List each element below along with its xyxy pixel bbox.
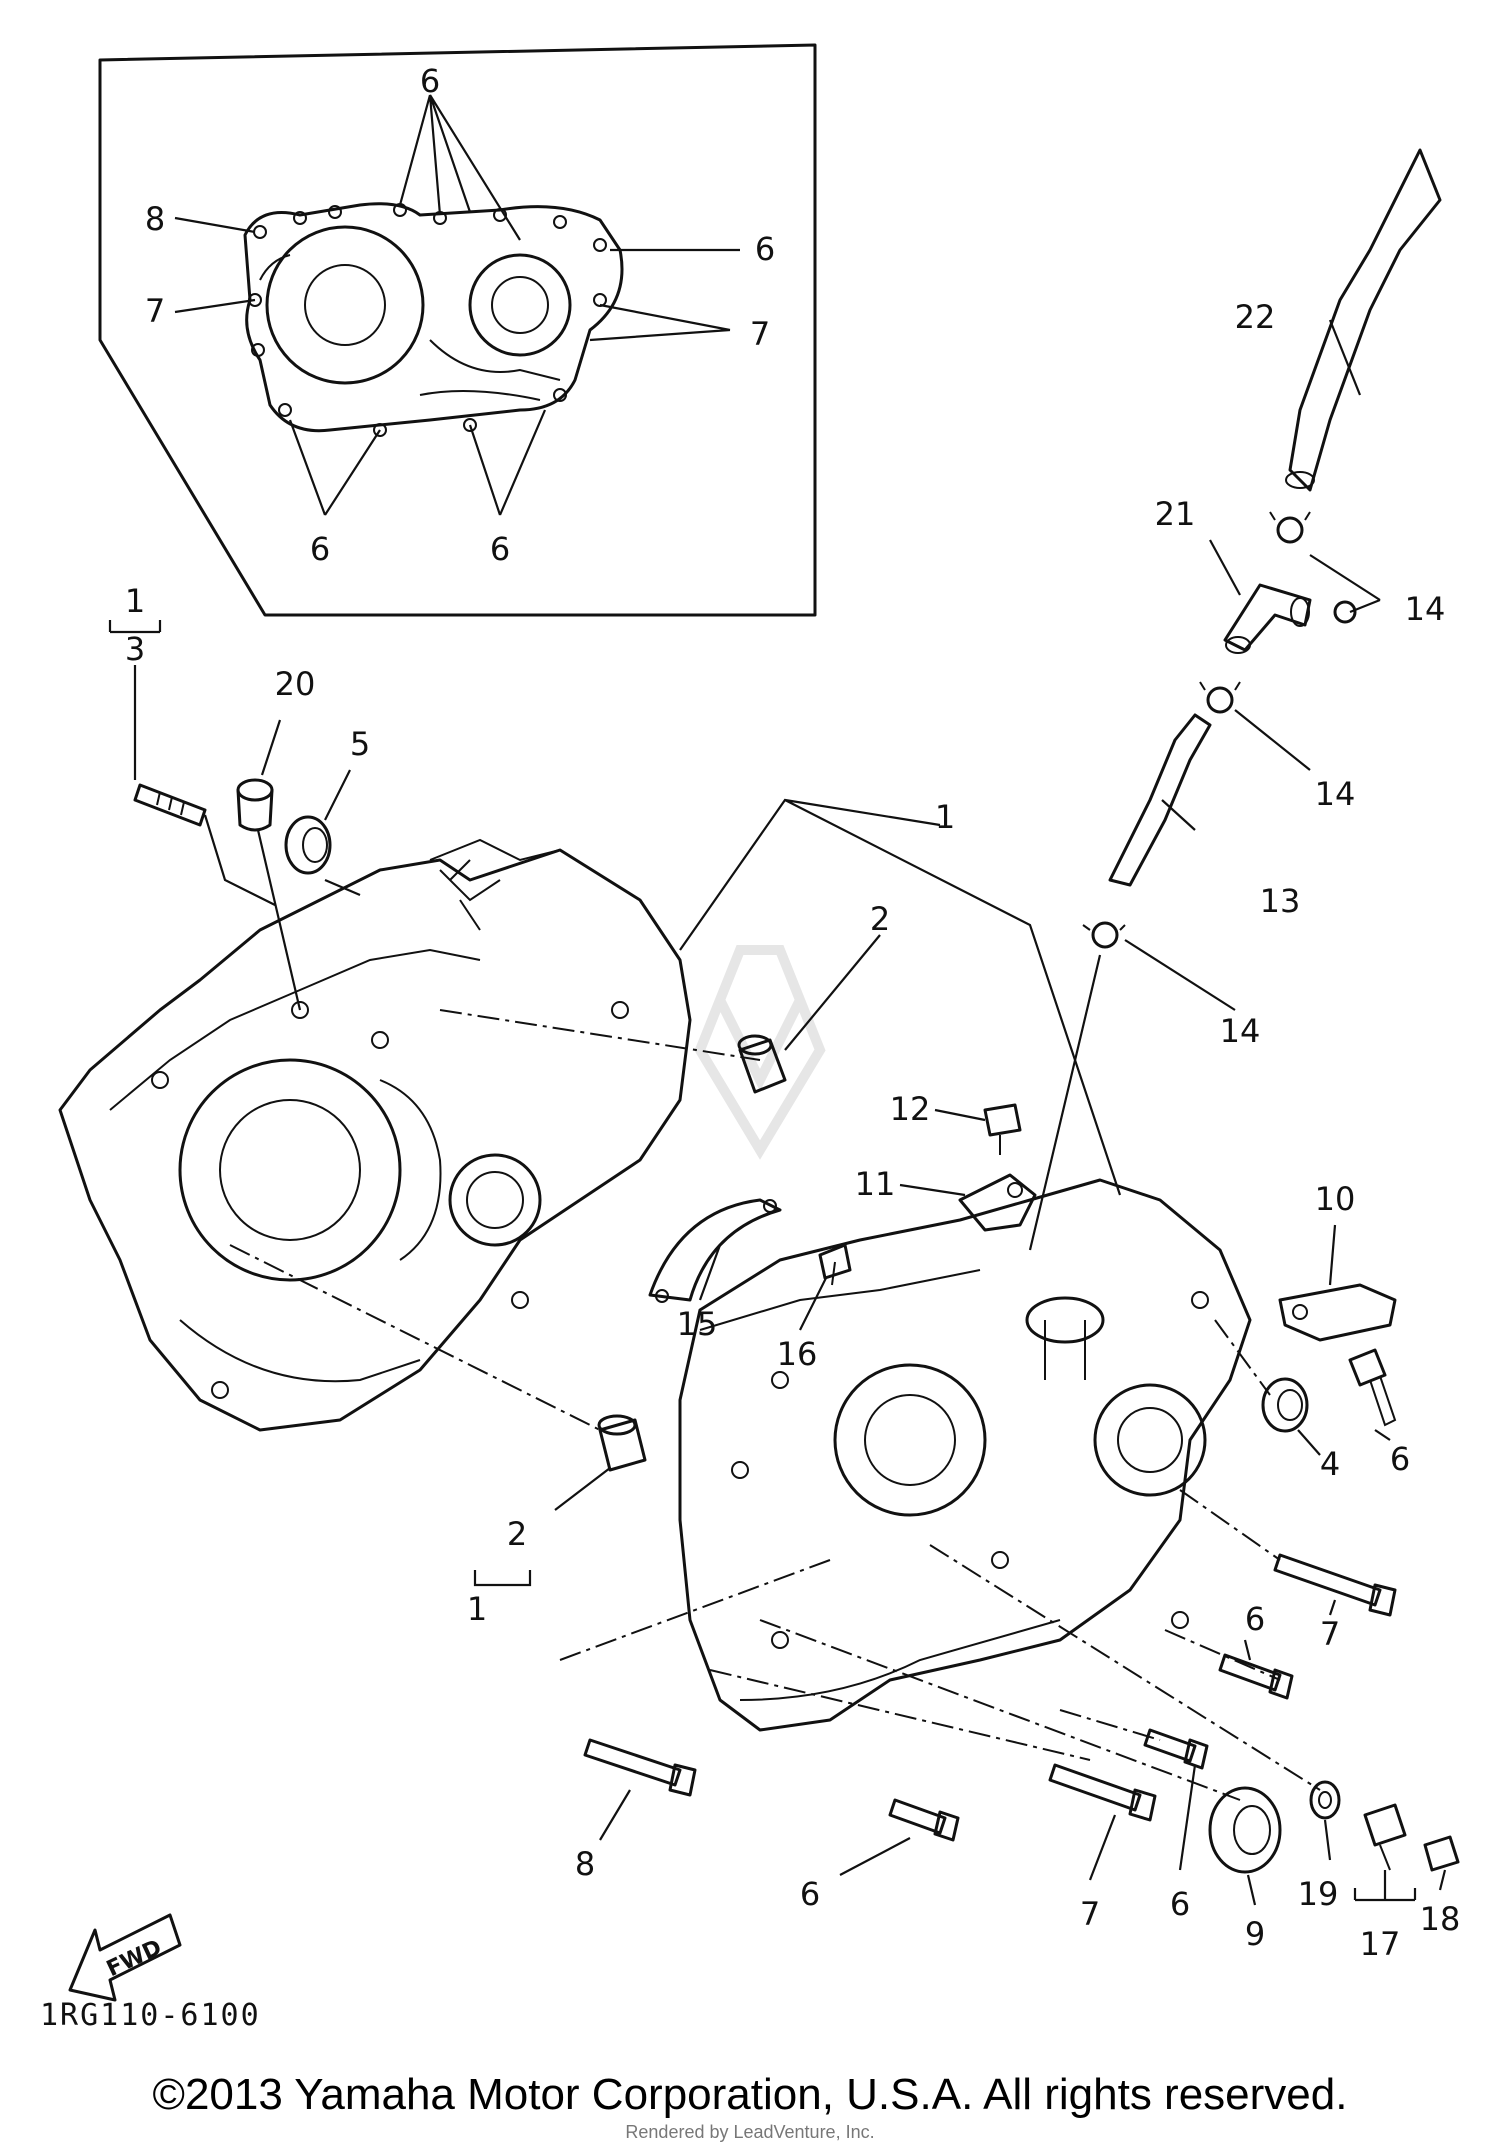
bolt-6-bottom: [888, 1798, 960, 1842]
callout-1-case: 1: [935, 798, 955, 836]
fwd-arrow: FWD: [68, 1913, 182, 2002]
callout-inset-7-left: 7: [145, 292, 165, 330]
callout-inset-6-top: 6: [420, 62, 440, 100]
clamp-11: [958, 1173, 1037, 1232]
callout-2-upper: 2: [870, 900, 890, 938]
assembly-axis-lines: [229, 1009, 1321, 1801]
dowel-pin-2-upper: [737, 1034, 787, 1094]
callout-11: 11: [855, 1165, 896, 1203]
oil-seal-4: [1261, 1377, 1309, 1433]
callout-9: 9: [1245, 1915, 1265, 1953]
leadventure-watermark: [694, 945, 826, 1160]
callout-21: 21: [1155, 495, 1196, 533]
callout-2-lower: 2: [507, 1515, 527, 1553]
breather-hose-22: [1285, 148, 1442, 492]
stud-bolt-3: [133, 783, 207, 827]
callout-20: 20: [275, 665, 316, 703]
bolt-6-bottom2: [1143, 1728, 1209, 1770]
callout-19: 19: [1298, 1875, 1339, 1913]
bolt-7-bottom: [1048, 1763, 1157, 1822]
screw-16: [818, 1243, 852, 1286]
washer-19: [1309, 1780, 1341, 1820]
callout-13: 13: [1260, 882, 1301, 920]
callout-6-right: 6: [1390, 1440, 1410, 1478]
bolt-7-right: [1273, 1553, 1397, 1617]
inset-gasket-view: 6 8 6 7 7 6 6: [98, 43, 817, 617]
callout-6-bottom: 6: [800, 1875, 820, 1913]
bolt-6-mid: [1218, 1653, 1294, 1700]
callout-7-right: 7: [1320, 1615, 1340, 1653]
right-crankcase-half: [678, 1178, 1252, 1732]
bolt-12: [983, 1103, 1022, 1155]
left-crankcase-half: [58, 838, 692, 1432]
cover-plate-10: [1278, 1283, 1397, 1342]
bolt-18: [1423, 1835, 1460, 1872]
callout-5: 5: [350, 725, 370, 763]
bracket-15: [648, 1198, 782, 1303]
callout-inset-6-bottom-left: 6: [310, 530, 330, 568]
callout-inset-6-bottom-right: 6: [490, 530, 510, 568]
callout-16: 16: [777, 1335, 818, 1373]
part-callouts: 1 3 20 5 1 2 22 21 14 14 13 14 12 11 10 …: [125, 298, 1461, 1963]
dowel-pin-20: [236, 778, 274, 832]
callout-14-c: 14: [1220, 1012, 1261, 1050]
drawing-code: 1RG110-6100: [40, 1998, 261, 2033]
hose-clip-14: [1082, 511, 1357, 949]
callout-10: 10: [1315, 1180, 1356, 1218]
dowel-pin-2-lower: [597, 1414, 647, 1472]
callout-15: 15: [677, 1305, 718, 1343]
oil-seal-5: [284, 815, 332, 875]
bolt-8: [583, 1738, 697, 1797]
callout-7-bottom: 7: [1080, 1895, 1100, 1933]
callout-3: 3: [125, 630, 145, 668]
joint-21: [1223, 583, 1312, 654]
drain-plug-17: [1363, 1803, 1407, 1871]
breather-hose-13: [1108, 713, 1212, 887]
callout-1-bracket-lower: 1: [467, 1590, 487, 1628]
callout-22: 22: [1235, 298, 1276, 336]
callout-1-bracket-top: 1: [125, 582, 145, 620]
callout-inset-7-right: 7: [750, 315, 770, 353]
oil-seal-9: [1208, 1786, 1282, 1874]
callout-17: 17: [1360, 1925, 1401, 1963]
callout-12: 12: [890, 1090, 931, 1128]
callout-6-mid: 6: [1245, 1600, 1265, 1638]
callout-inset-8: 8: [145, 200, 165, 238]
callout-inset-6-right: 6: [755, 230, 775, 268]
callout-14-a: 14: [1405, 590, 1446, 628]
callout-6-bottom2: 6: [1170, 1885, 1190, 1923]
rendered-by-notice: Rendered by LeadVenture, Inc.: [625, 2122, 875, 2142]
callout-14-b: 14: [1315, 775, 1356, 813]
callout-18: 18: [1420, 1900, 1461, 1938]
callout-4: 4: [1320, 1445, 1340, 1483]
callout-8: 8: [575, 1845, 595, 1883]
bolt-6-right: [1348, 1348, 1397, 1427]
copyright-notice: ©2013 Yamaha Motor Corporation, U.S.A. A…: [152, 2070, 1348, 2119]
